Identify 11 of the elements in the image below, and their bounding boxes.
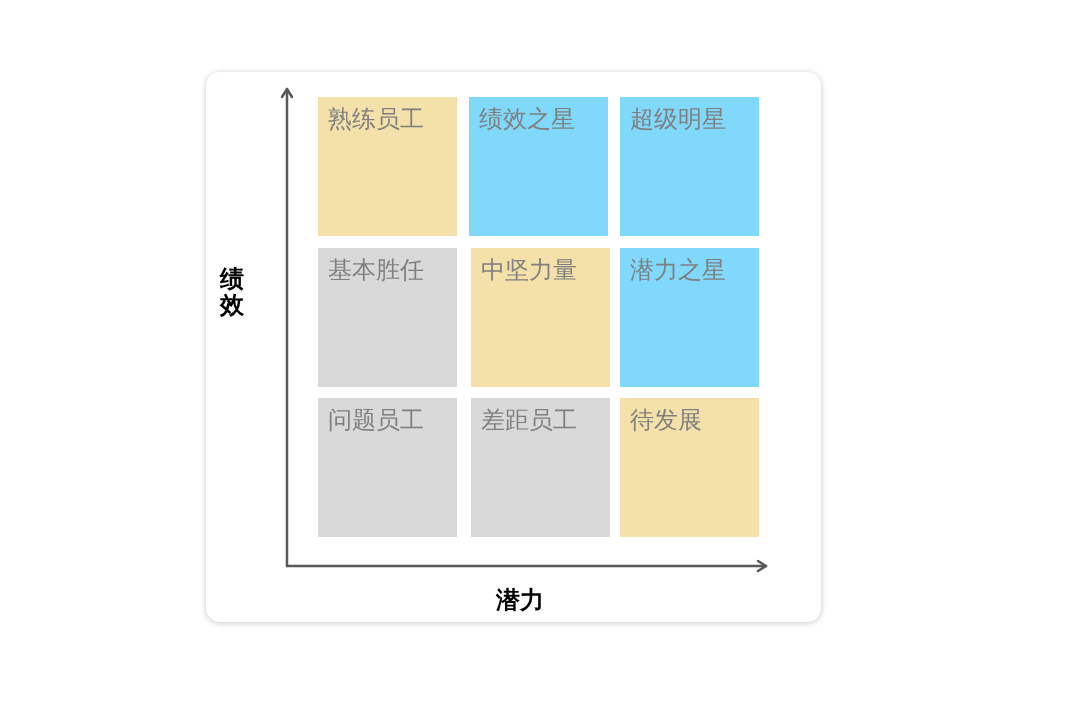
- talent-category-tile: 差距员工: [471, 398, 610, 537]
- talent-category-tile: 基本胜任: [318, 248, 457, 387]
- talent-category-tile: 超级明星: [620, 97, 759, 236]
- talent-category-tile: 潜力之星: [620, 248, 759, 387]
- y-axis-label: 绩效: [220, 266, 244, 319]
- talent-category-tile: 问题员工: [318, 398, 457, 537]
- talent-category-tile: 中坚力量: [471, 248, 610, 387]
- x-axis-label: 潜力: [496, 586, 544, 615]
- talent-category-tile: 熟练员工: [318, 97, 457, 236]
- talent-category-tile: 待发展: [620, 398, 759, 537]
- talent-category-tile: 绩效之星: [469, 97, 608, 236]
